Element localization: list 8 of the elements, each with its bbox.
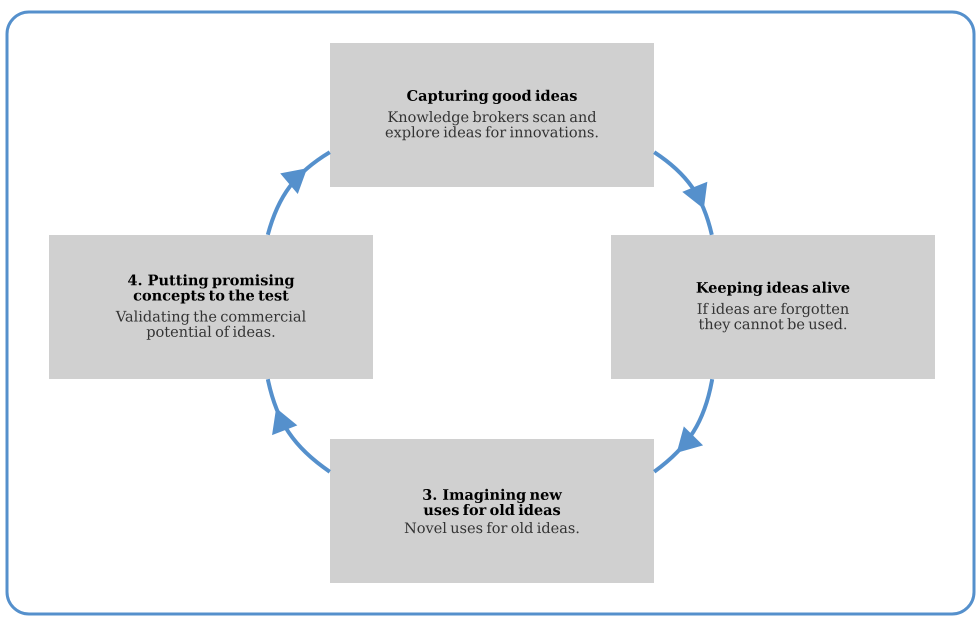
process-box: 3. Imagining new uses for old ideas Novel uses for old ideas. [330, 438, 654, 583]
arrow [653, 378, 714, 474]
arrow [653, 150, 714, 236]
process-box: Capturing good ideas Knowledge brokers scan and explore ideas for innovations. [330, 43, 654, 187]
process-box: 4. Putting promising concepts to the test Validating the commercial potential of ideas. [49, 234, 373, 379]
arrow [266, 150, 331, 236]
process-box: Keeping ideas alive If ideas are forgotten they cannot be used. [611, 234, 935, 379]
arrow [266, 378, 331, 474]
